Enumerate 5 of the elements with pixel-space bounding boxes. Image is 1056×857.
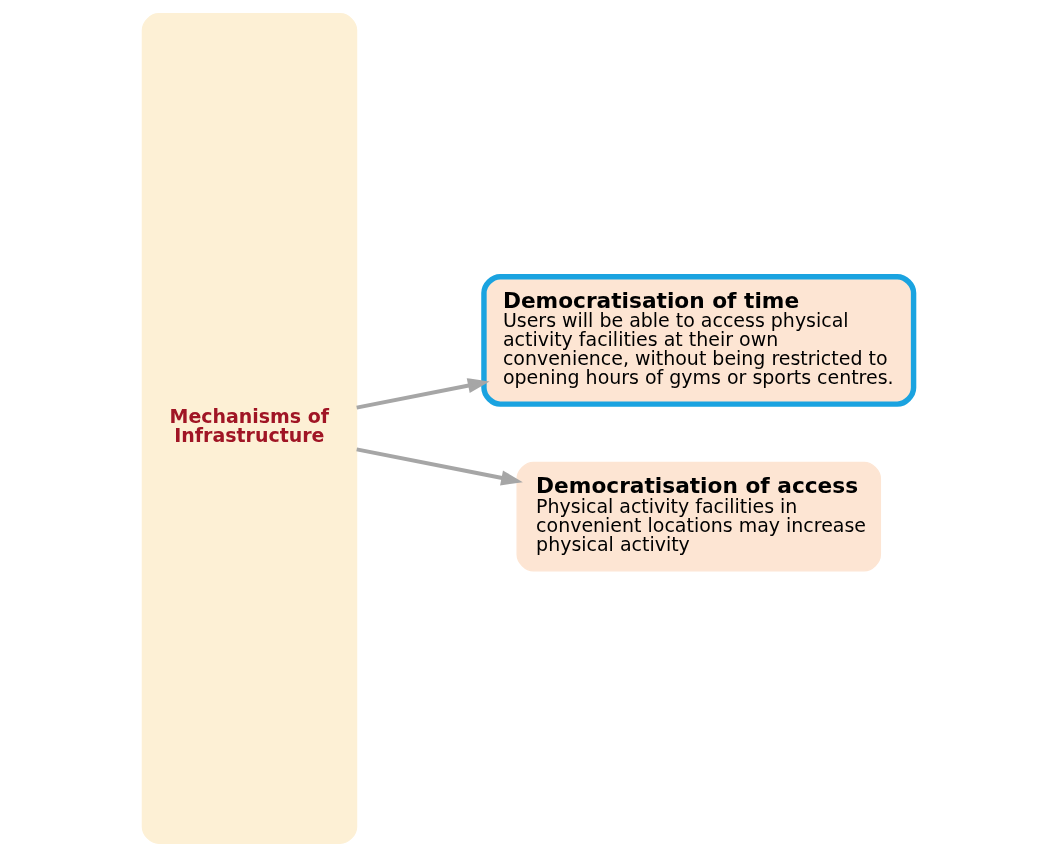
node-box: Democratisation of time Users will be able to access physical activity facilities at their own convenience, without being restricted to opening hours of gyms or sports centres. (481, 274, 917, 407)
node-box: Democratisation of access Physical activity facilities in convenient locations may increase physical activity (516, 461, 882, 572)
node-box: Mechanisms of Infrastructure (141, 13, 358, 844)
arrow (356, 378, 490, 410)
arrow (356, 447, 523, 486)
